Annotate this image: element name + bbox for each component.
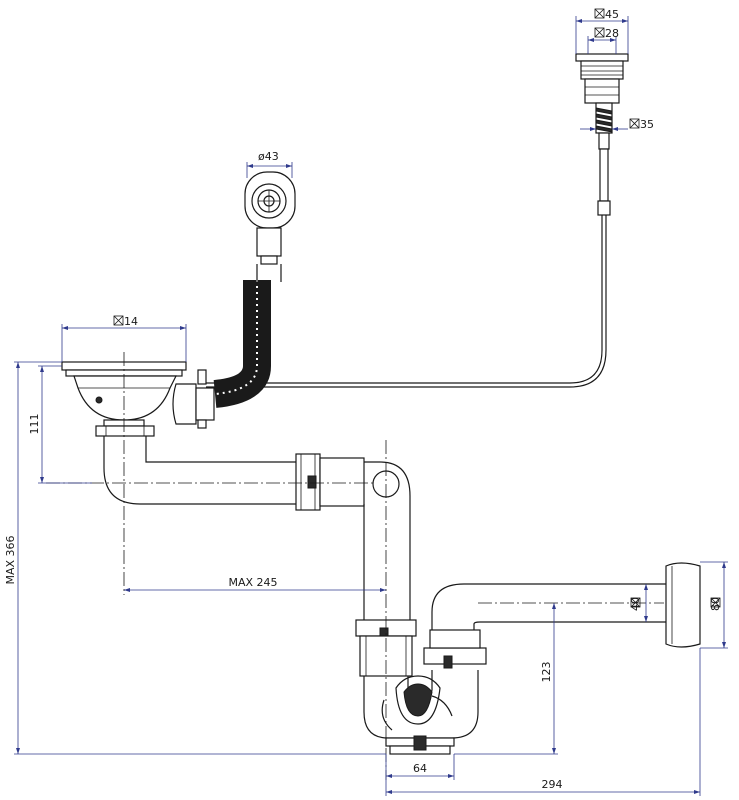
outlet-pipe: [431, 562, 701, 648]
dim-text-14: 14: [124, 315, 138, 328]
dim-text-max-245: MAX 245: [228, 576, 277, 589]
dimension-overflow-dia43: ø43: [246, 150, 293, 178]
dimension-80: 80: [700, 561, 728, 649]
dim-text-dia43: ø43: [258, 150, 279, 163]
sink-strainer: [61, 361, 215, 437]
corrugated-overflow-hose: [213, 264, 282, 408]
dim-text-111: 111: [28, 414, 41, 435]
dim-text-294: 294: [542, 778, 563, 791]
dim-text-123: 123: [540, 662, 553, 683]
dim-text-max-366: MAX 366: [4, 535, 17, 584]
dim-text-40: 40: [629, 597, 642, 611]
dim-text-80: 80: [709, 597, 722, 611]
dimension-max-245: MAX 245: [124, 576, 386, 592]
overflow-head: [244, 171, 296, 265]
dimension-top-28: 28: [587, 27, 619, 54]
bottle-trap: [355, 619, 487, 755]
drain-pipe-horizontal: [103, 436, 411, 622]
remote-control-button: [206, 53, 629, 388]
dimension-40: 40: [629, 584, 648, 622]
dimension-strainer-14: 14: [61, 315, 187, 362]
dimension-123: 123: [454, 603, 558, 755]
dim-text-64: 64: [413, 762, 427, 775]
dimension-max-366: MAX 366: [4, 361, 386, 755]
dimension-111: 111: [28, 365, 92, 484]
dim-text-35: 35: [640, 118, 654, 131]
dimension-294: 294: [386, 648, 701, 796]
dimension-64: 64: [385, 754, 455, 796]
dim-text-28: 28: [605, 27, 619, 40]
dim-text-45: 45: [605, 8, 619, 21]
dimension-top-45: 45: [575, 8, 629, 54]
dimension-top-35: 35: [580, 118, 654, 131]
